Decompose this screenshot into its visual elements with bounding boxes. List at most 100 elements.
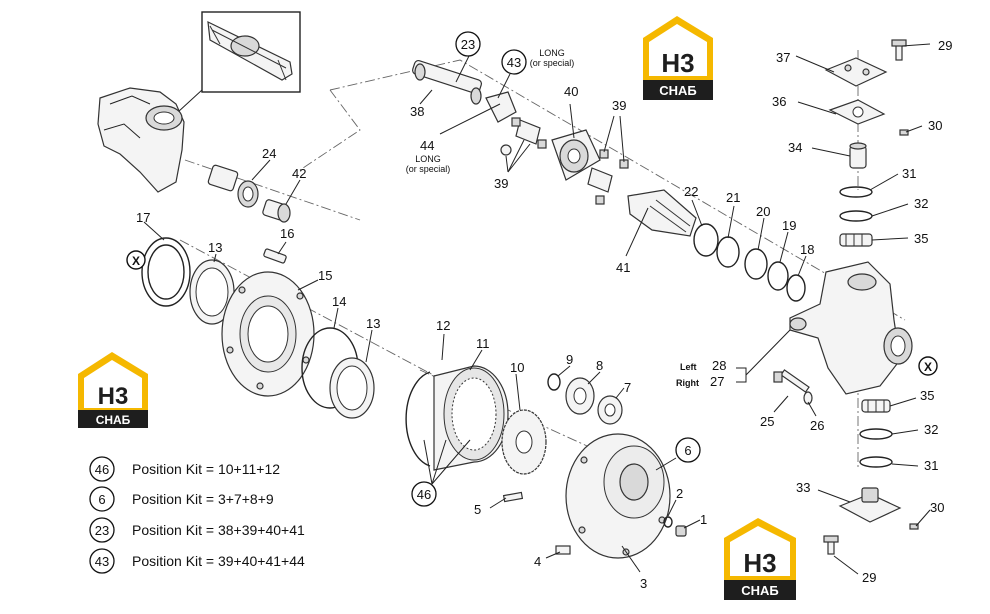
long-label-bottom: LONG (or special) [406,154,451,174]
callout-29-bottom: 29 [862,570,876,585]
callout-12: 12 [436,318,450,333]
long-label-bottom-text: LONG [415,154,441,164]
callout-30-bottom: 30 [930,500,944,515]
part-8-gear [565,377,595,415]
part-1-plug [675,525,687,537]
special-label-bottom-text: (or special) [406,164,451,174]
right-label: Right [676,378,699,388]
part-12-ring [405,371,431,467]
callout-10: 10 [510,360,524,375]
part-7-bearing [597,395,623,425]
callout-41: 41 [616,260,630,275]
part-29-bolt-top [891,39,907,61]
callout-42: 42 [292,166,306,181]
callout-32-bottom: 32 [924,422,938,437]
logo-left-word: CHAБ [96,413,131,427]
logo-bottom-letters: H3 [743,548,776,578]
kit-row-23: 23 Position Kit = 38+39+40+41 [89,517,305,543]
kit-id-46: 46 [95,462,109,477]
logo-top-word: CHAБ [659,83,697,98]
part-42-bushing [262,199,291,223]
part-32-ring-bottom [859,428,893,440]
part-35-bearing-top [839,233,873,247]
steering-knuckle [789,261,913,395]
callout-2: 2 [676,486,683,501]
callout-21: 21 [726,190,740,205]
x-marker-right-label: X [924,360,932,374]
callout-34: 34 [788,140,802,155]
callout-43-circle: 43 [501,49,527,75]
callout-14: 14 [332,294,346,309]
part-19-ring [767,261,789,291]
callout-17: 17 [136,210,150,225]
part-29-bolt-bottom [823,535,839,555]
part-25-bolt [773,369,810,393]
logo-top-letters: H3 [661,48,694,78]
part-31-seal-top [839,186,873,198]
callout-22: 22 [684,184,698,199]
x-marker-left-label: X [132,254,140,268]
callout-26: 26 [810,418,824,433]
callout-30-top: 30 [928,118,942,133]
callout-9: 9 [566,352,573,367]
brand-logo-bottom: H3 CHAБ [724,518,796,600]
callout-32-top: 32 [914,196,928,211]
kit-text-43: Position Kit = 39+40+41+44 [132,553,305,569]
callout-39-top: 39 [612,98,626,113]
callout-46: 46 [417,487,431,502]
callout-4: 4 [534,554,541,569]
part-18-ring [786,274,806,302]
kit-text-6: Position Kit = 3+7+8+9 [132,491,274,507]
part-36-shim [828,99,886,125]
kit-legend: 46 Position Kit = 10+11+12 6 Position Ki… [89,456,305,574]
callout-25: 25 [760,414,774,429]
brand-logo-top: H3 CHAБ [643,16,713,100]
callout-13-right: 13 [366,316,380,331]
part-31-seal-bottom [859,456,893,468]
part-2-washer [663,516,673,528]
callout-3: 3 [640,576,647,591]
axle-housing [97,87,185,193]
callout-37: 37 [776,50,790,65]
long-label-top-text: LONG [539,48,565,58]
part-37-cap [824,57,888,87]
callout-23: 23 [461,37,475,52]
kit-text-46: Position Kit = 10+11+12 [132,461,280,477]
callout-28: 28 [712,358,726,373]
logo-bottom-word: CHAБ [741,583,779,598]
part-15-hub [221,271,315,397]
callout-36: 36 [772,94,786,109]
part-22-seal [693,223,719,257]
part-5-screw [502,491,524,503]
x-marker-left: X [126,250,146,270]
callout-18: 18 [800,242,814,257]
part-24-bearing [207,164,259,208]
part-30-screw-bottom [909,523,919,530]
part-4-bolt [555,545,571,555]
kit-text-23: Position Kit = 38+39+40+41 [132,522,305,538]
part-16-stud [263,248,287,264]
part-17-seal [141,237,191,307]
callout-29-top: 29 [938,38,952,53]
part-3-carrier [565,433,671,559]
brand-logo-left: H3 CHAБ [78,352,148,428]
callout-38: 38 [410,104,424,119]
callout-31-top: 31 [902,166,916,181]
callout-44: 44 [420,138,434,153]
callout-16: 16 [280,226,294,241]
special-label-top-text: (or special) [530,58,575,68]
part-39-cross-left [511,117,547,149]
assembly-centerlines [179,50,906,471]
callout-33: 33 [796,480,810,495]
kit-row-43: 43 Position Kit = 39+40+41+44 [89,548,305,574]
number-callouts: 38 44 40 39 39 41 22 21 20 19 18 24 42 1… [136,38,952,591]
part-10-sun-disc [501,409,547,475]
left-label: Left [680,362,697,372]
callout-11: 11 [476,336,490,351]
kit-id-43: 43 [95,554,109,569]
part-21-ring [716,236,740,268]
callout-24: 24 [262,146,276,161]
kit-row-6: 6 Position Kit = 3+7+8+9 [89,486,274,512]
